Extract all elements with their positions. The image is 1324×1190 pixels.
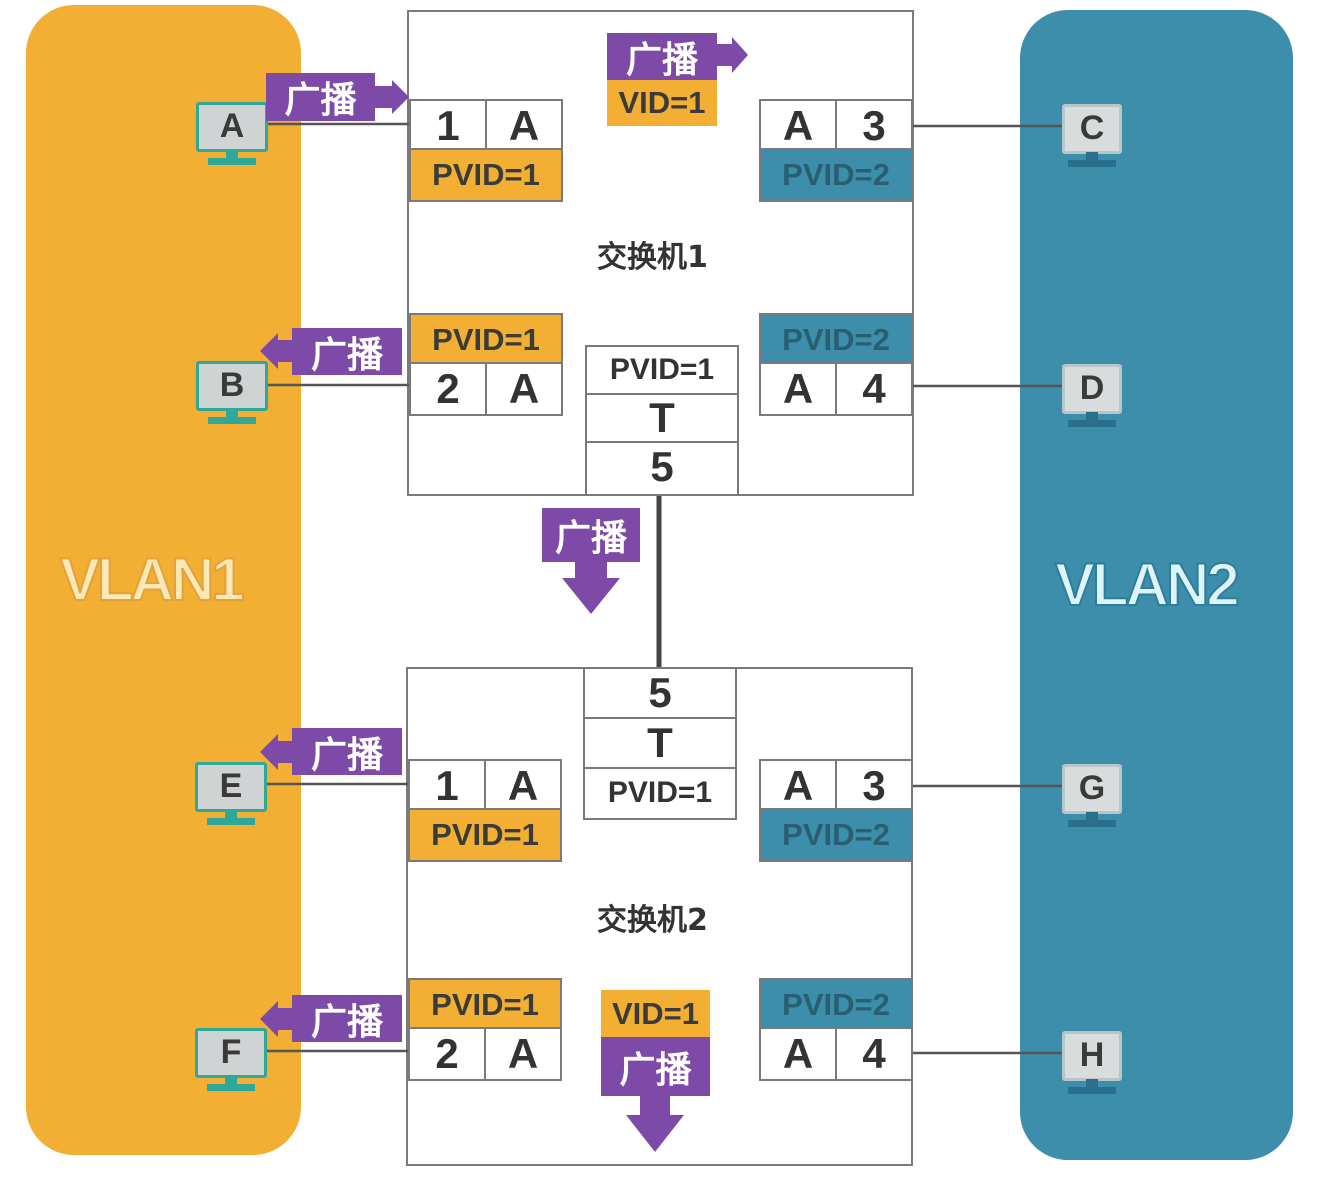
- sw2-port-3: A 3: [759, 759, 913, 813]
- arrow-right-icon: [374, 80, 409, 114]
- port-number: 2: [436, 365, 460, 412]
- switch-2-title: 交换机2: [597, 903, 708, 938]
- sw2-port-4: A 4: [759, 1027, 913, 1081]
- port-number: 1: [435, 762, 459, 809]
- port-number: 1: [436, 102, 460, 149]
- port-number: 4: [835, 364, 911, 414]
- port-mode: A: [484, 761, 560, 811]
- host-label: A: [219, 107, 245, 145]
- host-label: G: [1078, 769, 1106, 807]
- trunk-mode: T: [585, 719, 735, 769]
- arrow-right-icon: [716, 37, 748, 73]
- port-mode: A: [484, 1029, 560, 1079]
- host-label: H: [1079, 1036, 1105, 1074]
- port-mode: A: [485, 101, 561, 151]
- trunk-number: 5: [585, 669, 735, 719]
- sw2-port-1-pvid: PVID=1: [408, 808, 562, 862]
- host-e[interactable]: E: [195, 762, 267, 832]
- sw2-port-1: 1 A: [408, 759, 562, 813]
- broadcast-label: 广播: [542, 508, 640, 562]
- sw2-frame-label: 广播: [601, 1037, 710, 1096]
- sw1-port-1: 1 A: [409, 99, 563, 153]
- broadcast-label: 广播: [266, 73, 375, 121]
- sw1-port-2: 2 A: [409, 362, 563, 416]
- vlan1-zone: [26, 5, 301, 1155]
- sw1-frame-label: 广播: [607, 33, 717, 81]
- switch-1-title: 交换机1: [597, 240, 708, 275]
- port-mode: A: [782, 102, 814, 149]
- host-b[interactable]: B: [196, 361, 268, 431]
- sw2-trunk-port: 5 T PVID=1: [583, 667, 737, 820]
- sw2-frame-vid: VID=1: [601, 990, 710, 1037]
- arrow-left-icon: [260, 1001, 293, 1037]
- trunk-number: 5: [650, 442, 674, 490]
- monitor-icon: F: [195, 1028, 267, 1078]
- port-mode: A: [485, 364, 561, 414]
- host-h[interactable]: H: [1062, 1031, 1132, 1101]
- sw2-port-4-pvid: PVID=2: [759, 978, 913, 1032]
- broadcast-label: 广播: [292, 328, 402, 376]
- port-mode: A: [782, 365, 814, 412]
- sw1-port-3-pvid: PVID=2: [759, 148, 913, 202]
- trunk-pvid: PVID=1: [607, 775, 713, 809]
- arrow-left-icon: [260, 734, 293, 770]
- host-c[interactable]: C: [1062, 104, 1132, 174]
- trunk-mode: T: [587, 394, 737, 443]
- vlan1-label: VLAN1: [59, 545, 246, 614]
- monitor-icon: H: [1062, 1031, 1122, 1081]
- arrow-left-icon: [260, 333, 293, 369]
- monitor-icon: E: [195, 762, 267, 812]
- host-label: D: [1079, 369, 1105, 407]
- host-label: F: [220, 1033, 242, 1071]
- trunk-pvid: PVID=1: [587, 347, 737, 395]
- host-g[interactable]: G: [1062, 764, 1132, 834]
- vlan2-zone: [1020, 10, 1293, 1160]
- port-number: 4: [835, 1029, 911, 1079]
- broadcast-label: 广播: [292, 995, 402, 1043]
- host-d[interactable]: D: [1062, 364, 1132, 434]
- port-number: 3: [835, 101, 911, 151]
- vlan2-label: VLAN2: [1054, 550, 1241, 619]
- host-a[interactable]: A: [196, 102, 268, 172]
- sw2-port-2: 2 A: [408, 1027, 562, 1081]
- sw1-port-3: A 3: [759, 99, 913, 153]
- sw1-port-4: A 4: [759, 362, 913, 416]
- host-label: E: [219, 767, 243, 805]
- sw1-trunk-port: PVID=1 T 5: [585, 345, 739, 496]
- sw1-frame-vid: VID=1: [607, 80, 717, 126]
- host-f[interactable]: F: [195, 1028, 267, 1098]
- broadcast-label: 广播: [292, 728, 402, 776]
- host-label: C: [1079, 109, 1105, 147]
- port-mode: A: [782, 1030, 814, 1077]
- sw1-port-1-pvid: PVID=1: [409, 148, 563, 202]
- port-number: 3: [835, 761, 911, 811]
- arrow-down-icon: [562, 560, 620, 614]
- sw1-port-4-pvid: PVID=2: [759, 313, 913, 367]
- sw2-port-2-pvid: PVID=1: [408, 978, 562, 1032]
- port-mode: A: [782, 762, 814, 809]
- host-label: B: [219, 366, 245, 404]
- arrow-down-icon: [626, 1095, 684, 1152]
- port-number: 2: [435, 1030, 459, 1077]
- sw2-port-3-pvid: PVID=2: [759, 808, 913, 862]
